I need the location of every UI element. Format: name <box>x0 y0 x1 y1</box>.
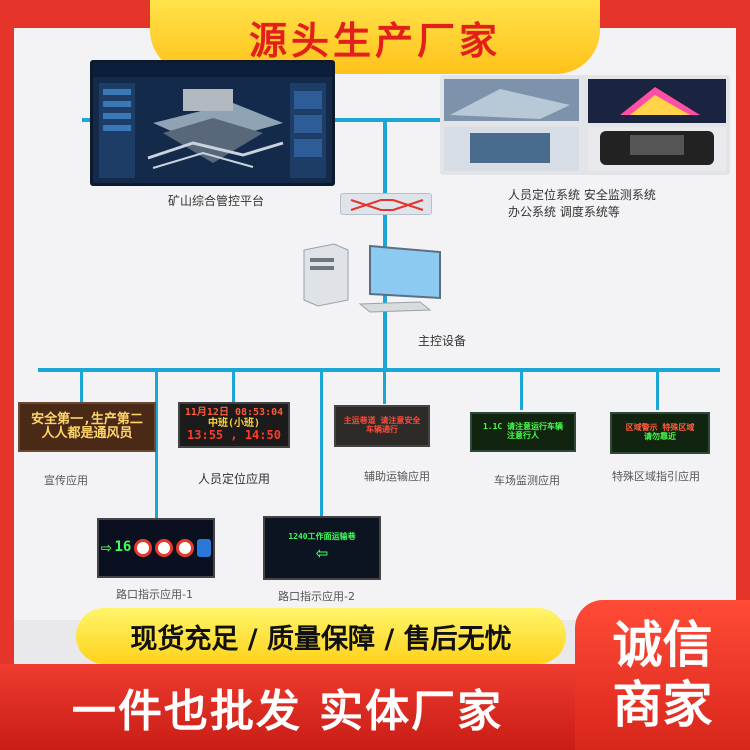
app-label-transport: 辅助运输应用 <box>364 470 430 483</box>
app-label-personnel: 人员定位应用 <box>198 472 271 486</box>
sub-app-label-2: 路口指示应用-2 <box>278 590 355 603</box>
drop-3 <box>383 370 386 404</box>
main-device-label: 主控设备 <box>418 334 467 348</box>
trust-badge: 诚信 商家 <box>575 600 750 750</box>
platform-label: 矿山综合管控平台 <box>168 194 265 208</box>
subsystem-label-line1: 人员定位系统 安全监测系统 <box>508 188 656 202</box>
promo-banner-2: 一件也批发 实体厂家 <box>0 664 575 750</box>
top-banner-title: 源头生产厂家 <box>248 18 501 63</box>
arrow-right-icon: ⇨ <box>100 537 112 559</box>
drop-5 <box>656 370 659 410</box>
drop-4 <box>520 370 523 410</box>
led-special-area: 区域警示 特殊区域 请勿靠近 <box>610 412 710 454</box>
promo-banner-1: 现货充足 / 质量保障 / 售后无忧 <box>76 608 566 664</box>
led-personnel: 11月12日 08:53:04 中班(小班) 13:55 , 14:50 <box>178 402 290 448</box>
bottom-bus-line <box>38 368 720 372</box>
trunk-lower-line <box>383 310 387 370</box>
sign-intersection-1: ⇨ 16 <box>97 518 215 578</box>
subsystem-label-line2: 办公系统 调度系统等 <box>508 205 620 219</box>
platform-screen <box>90 60 335 186</box>
app-label-promotion: 宣传应用 <box>44 474 88 487</box>
led-transport: 主运巷道 请注意安全 车辆通行 <box>334 405 430 447</box>
drop-sub-2 <box>320 370 323 518</box>
network-switch-icon <box>340 193 432 215</box>
info-sign-icon <box>197 539 212 557</box>
app-label-special-area: 特殊区域指引应用 <box>612 470 700 483</box>
drop-1 <box>80 370 83 404</box>
subsystem-screens <box>440 75 730 175</box>
speed-limit-icon <box>134 539 153 557</box>
drop-sub-1 <box>155 370 158 520</box>
app-label-yard: 车场监测应用 <box>494 474 560 487</box>
sub-app-label-1: 路口指示应用-1 <box>116 588 193 601</box>
led-promotion: 安全第一,生产第二 人人都是通风员 <box>18 402 156 452</box>
arrow-left-icon: ⇦ <box>315 540 329 565</box>
computer-icon <box>300 238 450 316</box>
speed-limit-icon-3 <box>176 539 195 557</box>
speed-limit-icon-2 <box>155 539 174 557</box>
drop-2 <box>232 370 235 404</box>
led-yard: 1.1C 请注意运行车辆 注意行人 <box>470 412 576 452</box>
sign-intersection-2: 1240工作面运输巷 ⇦ <box>263 516 381 580</box>
top-bus-line <box>82 118 630 122</box>
